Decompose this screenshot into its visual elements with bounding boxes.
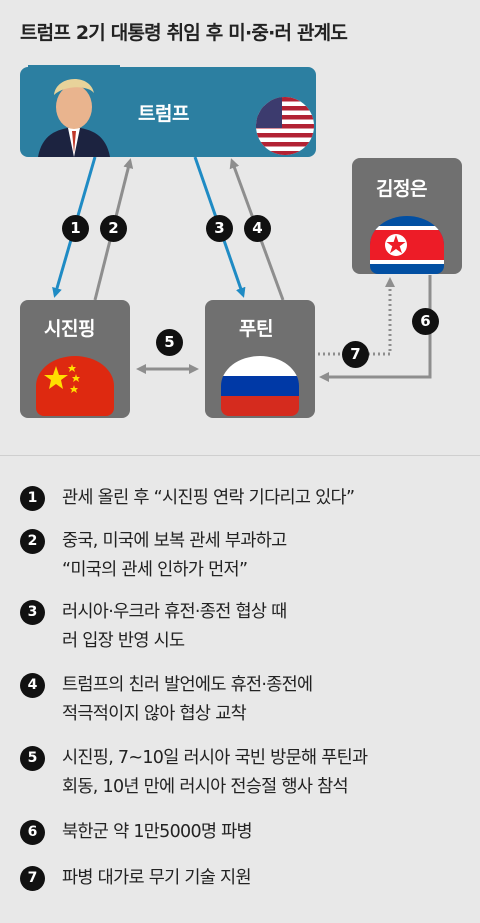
legend-text: 중국, 미국에 보복 관세 부과하고 “미국의 관세 인하가 먼저”: [62, 531, 287, 580]
putin-label: 푸틴: [239, 318, 273, 340]
relationship-diagram: 트럼프 시진핑: [0, 55, 480, 450]
legend-text: 북한군 약 1만5000명 파병: [62, 822, 253, 842]
legend: 1 관세 올린 후 “시진핑 연락 기다리고 있다” 2 중국, 미국에 보복 …: [0, 455, 480, 923]
arrow-number-3: 3: [206, 215, 233, 242]
legend-text: 트럼프의 친러 발언에도 휴전·종전에 적극적이지 않아 협상 교착: [62, 675, 313, 724]
usa-flag-icon: [256, 97, 314, 155]
arrow-number-5: 5: [156, 329, 183, 356]
page-title: 트럼프 2기 대통령 취임 후 미·중·러 관계도: [20, 22, 348, 44]
legend-number: 6: [20, 820, 45, 845]
arrow-number-1: 1: [62, 215, 89, 242]
trump-portrait: [28, 65, 120, 157]
xi-node: 시진핑: [20, 300, 130, 418]
arrow-number-4: 4: [244, 215, 271, 242]
legend-text: 러시아·우크라 휴전·종전 협상 때 러 입장 반영 시도: [62, 602, 287, 651]
legend-text: 관세 올린 후 “시진핑 연락 기다리고 있다”: [62, 488, 355, 508]
north-korea-flag-icon: [370, 216, 444, 274]
arrow-number-6: 6: [412, 308, 439, 335]
russia-flag-icon: [221, 356, 299, 416]
arrow-number-7: 7: [342, 341, 369, 368]
legend-number: 1: [20, 486, 45, 511]
kim-node: 김정은: [352, 158, 462, 274]
trump-label: 트럼프: [138, 103, 189, 125]
legend-text: 파병 대가로 무기 기술 지원: [62, 868, 252, 888]
china-flag-icon: [36, 356, 114, 416]
legend-number: 2: [20, 529, 45, 554]
legend-number: 3: [20, 600, 45, 625]
legend-number: 4: [20, 673, 45, 698]
arrow-7-putin-to-kim: [318, 277, 395, 356]
legend-number: 7: [20, 866, 45, 891]
xi-label: 시진핑: [44, 318, 95, 340]
legend-number: 5: [20, 746, 45, 771]
arrow-number-2: 2: [100, 215, 127, 242]
legend-text: 시진핑, 7~10일 러시아 국빈 방문해 푸틴과 회동, 10년 만에 러시아…: [62, 748, 368, 797]
putin-node: 푸틴: [205, 300, 315, 418]
kim-label: 김정은: [376, 178, 427, 200]
trump-node: 트럼프: [20, 65, 316, 157]
